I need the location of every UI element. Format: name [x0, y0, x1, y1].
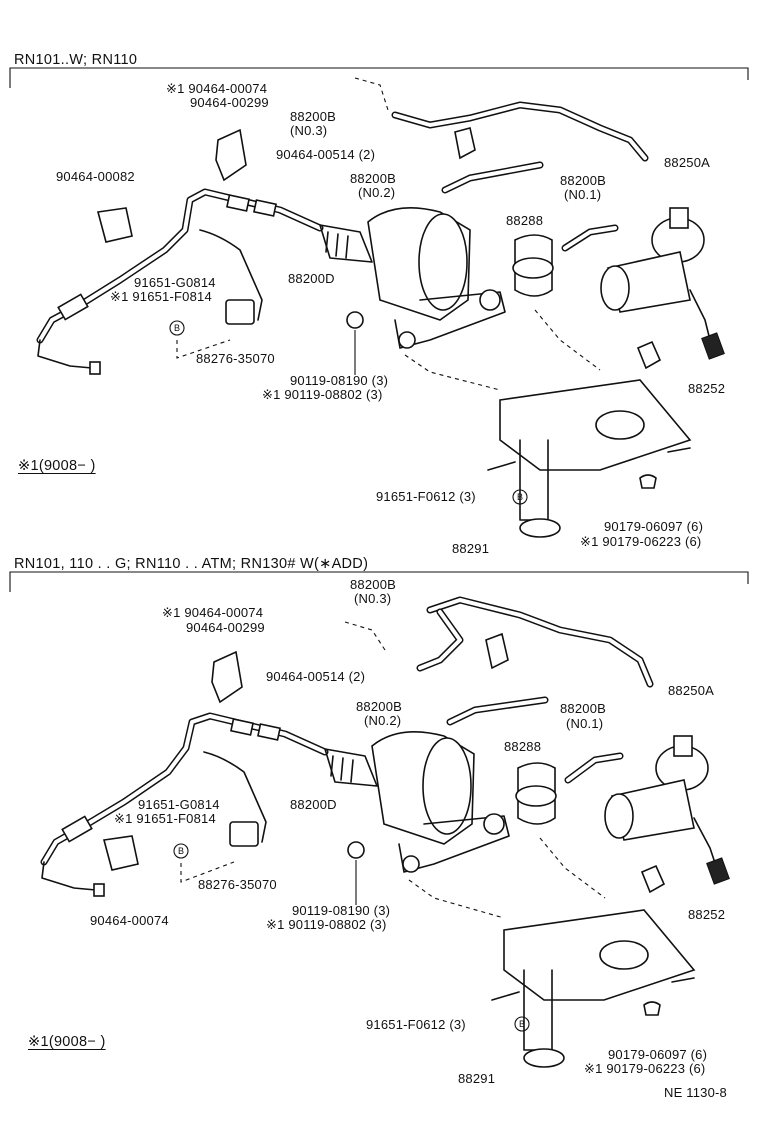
s1-part-88250A: 88250A — [664, 155, 711, 170]
footer-code: NE 1130-8 — [664, 1085, 727, 1100]
s2-part-90464-00299: 90464-00299 — [186, 620, 265, 635]
section1-header: RN101..W; RN110 — [14, 52, 138, 68]
s2-part-88252: 88252 — [688, 907, 726, 922]
s2-part-90464-00514: 90464-00514 (2) — [266, 669, 366, 684]
s1-part-90464-00082: 90464-00082 — [56, 169, 135, 184]
s2-part-90119-08190: 90119-08190 (3) — [292, 903, 391, 918]
s2-part-88200B-no3: 88200B — [350, 577, 397, 592]
s1-screw-marker-b: B — [517, 492, 524, 502]
s1-note-date: ※1(9008− ) — [18, 458, 96, 474]
s1-part-90119-08802-alt: ※1 90119-08802 (3) — [262, 387, 383, 402]
s2-part-91651-F0612: 91651-F0612 (3) — [366, 1017, 466, 1032]
s2-part-88200B-no3-number: (N0.3) — [354, 591, 392, 606]
s1-part-91651-F0814-alt: ※1 91651-F0814 — [110, 289, 212, 304]
s1-part-90179-06097: 90179-06097 (6) — [604, 519, 704, 534]
s2-part-90464-00074-alt: ※1 90464-00074 — [162, 605, 264, 620]
section1-drawing — [36, 77, 725, 538]
s2-part-88200B-no2: 88200B — [356, 699, 403, 714]
s1-part-88200B-no1: 88200B — [560, 173, 607, 188]
s2-part-88288: 88288 — [504, 739, 542, 754]
section2-drawing — [40, 596, 730, 1068]
s1-part-88200D: 88200D — [288, 271, 335, 286]
s2-part-91651-F0814-alt: ※1 91651-F0814 — [114, 811, 216, 826]
s2-part-88276-35070: 88276-35070 — [198, 877, 277, 892]
s2-screw-marker-b: B — [519, 1019, 526, 1029]
s1-part-88252: 88252 — [688, 381, 726, 396]
s1-part-91651-F0612: 91651-F0612 (3) — [376, 489, 476, 504]
s2-part-90119-08802-alt: ※1 90119-08802 (3) — [266, 917, 387, 932]
s1-part-88200B-no3: 88200B — [290, 109, 337, 124]
s2-part-88200B-no1: 88200B — [560, 701, 607, 716]
s1-part-90179-06223-alt: ※1 90179-06223 (6) — [580, 534, 702, 549]
s2-part-90464-00074: 90464-00074 — [90, 913, 169, 928]
s2-part-91651-G0814: 91651-G0814 — [138, 797, 220, 812]
s2-part-88250A: 88250A — [668, 683, 715, 698]
s1-part-88288: 88288 — [506, 213, 544, 228]
s1-part-90464-00514: 90464-00514 (2) — [276, 147, 376, 162]
s2-part-88291: 88291 — [458, 1071, 496, 1086]
s2-part-88200D: 88200D — [290, 797, 337, 812]
s1-marker-b: B — [174, 323, 181, 333]
s1-part-90464-00299: 90464-00299 — [190, 95, 269, 110]
s1-part-88200B-no1-number: (N0.1) — [564, 187, 602, 202]
s2-part-88200B-no1-number: (N0.1) — [566, 716, 604, 731]
s2-note-date: ※1(9008− ) — [28, 1034, 106, 1050]
s2-part-90179-06223-alt: ※1 90179-06223 (6) — [584, 1061, 706, 1076]
s1-part-88291: 88291 — [452, 541, 490, 556]
s1-part-88200B-no2-number: (N0.2) — [358, 185, 396, 200]
s1-part-88200B-no2: 88200B — [350, 171, 397, 186]
s1-part-91651-G0814: 91651-G0814 — [134, 275, 216, 290]
section2-frame — [9, 571, 749, 592]
s2-marker-b: B — [178, 846, 185, 856]
s1-part-90119-08190: 90119-08190 (3) — [290, 373, 389, 388]
section2-header: RN101, 110 . . G; RN110 . . ATM; RN130# … — [14, 556, 369, 572]
section1-frame — [9, 67, 749, 88]
s1-part-88276-35070: 88276-35070 — [196, 351, 275, 366]
s2-part-90179-06097: 90179-06097 (6) — [608, 1047, 708, 1062]
s1-part-90464-00074-alt: ※1 90464-00074 — [166, 81, 268, 96]
s1-part-88200B-no3-number: (N0.3) — [290, 123, 328, 138]
s2-part-88200B-no2-number: (N0.2) — [364, 713, 402, 728]
